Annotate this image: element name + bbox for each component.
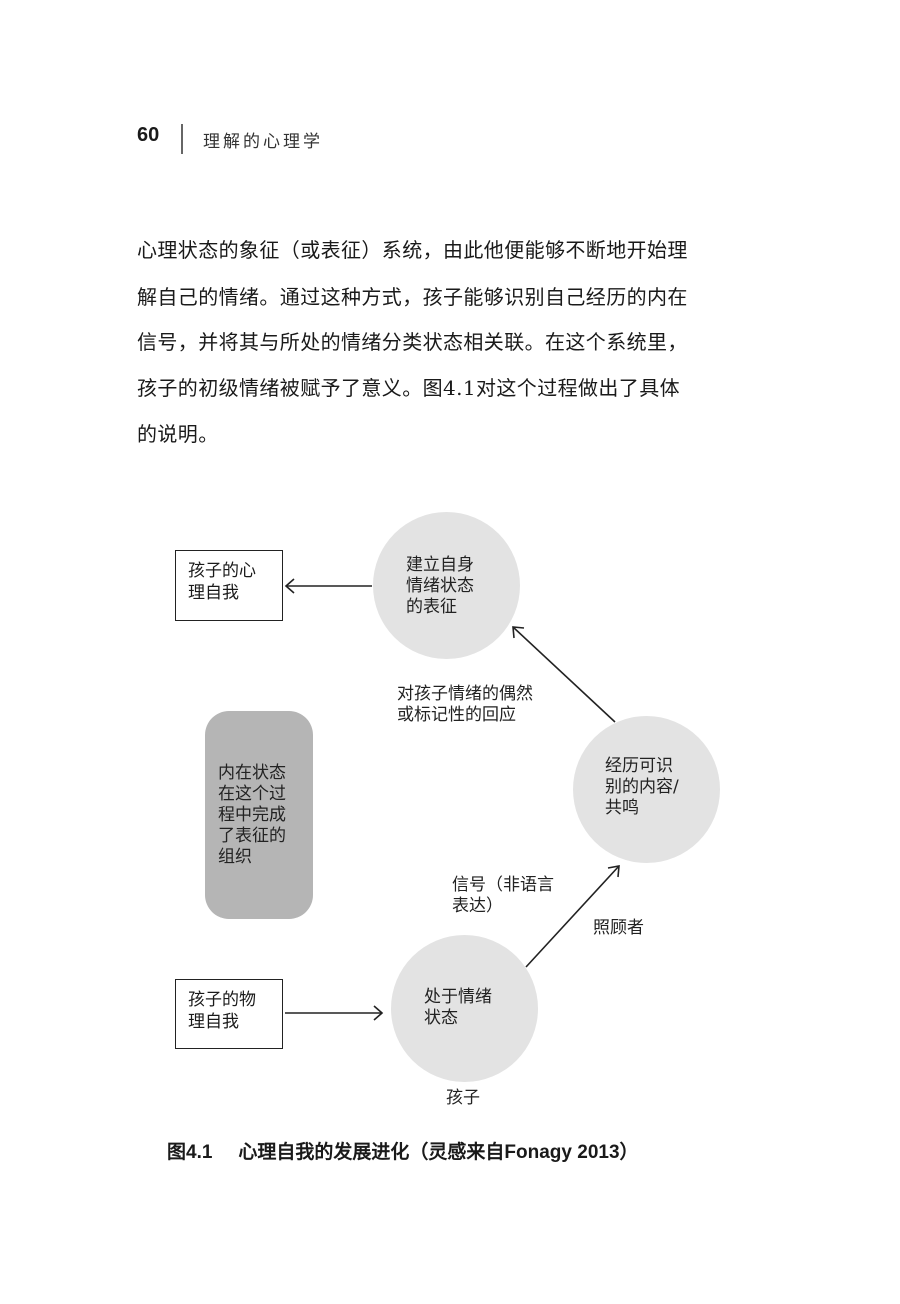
circle-line: 建立自身 xyxy=(406,555,474,575)
box-line: 孩子的心 xyxy=(188,561,256,581)
circle-line: 情绪状态 xyxy=(406,576,474,596)
rounded-line: 组织 xyxy=(218,847,252,867)
circle-resonance xyxy=(573,716,720,863)
internal-state-box xyxy=(205,711,313,919)
arrow-resonance-to-representation xyxy=(512,626,616,723)
label-contingent-response: 对孩子情绪的偶然 或标记性的回应 xyxy=(397,684,533,726)
box-line: 理自我 xyxy=(188,583,239,603)
circle-resonance-text: 经历可识 别的内容/ 共鸣 xyxy=(605,756,679,819)
caption-number: 图4.1 xyxy=(167,1142,213,1163)
running-title: 理解的心理学 xyxy=(203,132,323,152)
label-line: 对孩子情绪的偶然 xyxy=(397,684,533,704)
body-line: 心理状态的象征（或表征）系统，由此他便能够不断地开始理 xyxy=(137,238,688,262)
caption-text: 心理自我的发展进化（灵感来自Fonagy 2013） xyxy=(238,1142,639,1163)
rounded-line: 了表征的 xyxy=(218,826,286,846)
header-divider xyxy=(181,124,183,154)
circle-line: 别的内容/ xyxy=(605,777,679,797)
circle-emotional-state xyxy=(391,935,538,1082)
circle-line: 共鸣 xyxy=(605,798,639,818)
label-line: 或标记性的回应 xyxy=(397,705,516,725)
label-caregiver: 照顾者 xyxy=(593,918,644,938)
box-physical-self: 孩子的物 理自我 xyxy=(175,979,283,1049)
label-line: 信号（非语言 xyxy=(452,875,554,895)
box-line: 孩子的物 xyxy=(188,990,256,1010)
circle-build-representation xyxy=(373,512,520,659)
circle-line: 的表征 xyxy=(406,597,457,617)
figure-caption: 图4.1 心理自我的发展进化（灵感来自Fonagy 2013） xyxy=(167,1137,639,1164)
body-line: 信号，并将其与所处的情绪分类状态相关联。在这个系统里， xyxy=(137,330,688,354)
rounded-line: 在这个过 xyxy=(218,784,286,804)
box-psychological-self: 孩子的心 理自我 xyxy=(175,550,283,621)
body-line: 解自己的情绪。通过这种方式，孩子能够识别自己经历的内在 xyxy=(137,285,688,309)
page-number: 60 xyxy=(137,124,160,146)
circle-line: 处于情绪 xyxy=(424,987,492,1007)
body-line: 的说明。 xyxy=(137,422,219,446)
circle-line: 状态 xyxy=(424,1008,458,1028)
label-signal: 信号（非语言 表达） xyxy=(452,875,554,917)
circle-emotional-state-text: 处于情绪 状态 xyxy=(424,987,492,1029)
circle-line: 经历可识 xyxy=(605,756,673,776)
circle-build-representation-text: 建立自身 情绪状态 的表征 xyxy=(406,555,474,618)
arrow-state-to-resonance xyxy=(525,865,620,968)
box-line: 理自我 xyxy=(188,1012,239,1032)
internal-state-text: 内在状态 在这个过 程中完成 了表征的 组织 xyxy=(218,763,286,868)
label-child: 孩子 xyxy=(446,1088,480,1108)
body-line: 孩子的初级情绪被赋予了意义。图4.1对这个过程做出了具体 xyxy=(137,376,681,400)
rounded-line: 内在状态 xyxy=(218,763,286,783)
label-line: 表达） xyxy=(452,896,503,916)
rounded-line: 程中完成 xyxy=(218,805,286,825)
